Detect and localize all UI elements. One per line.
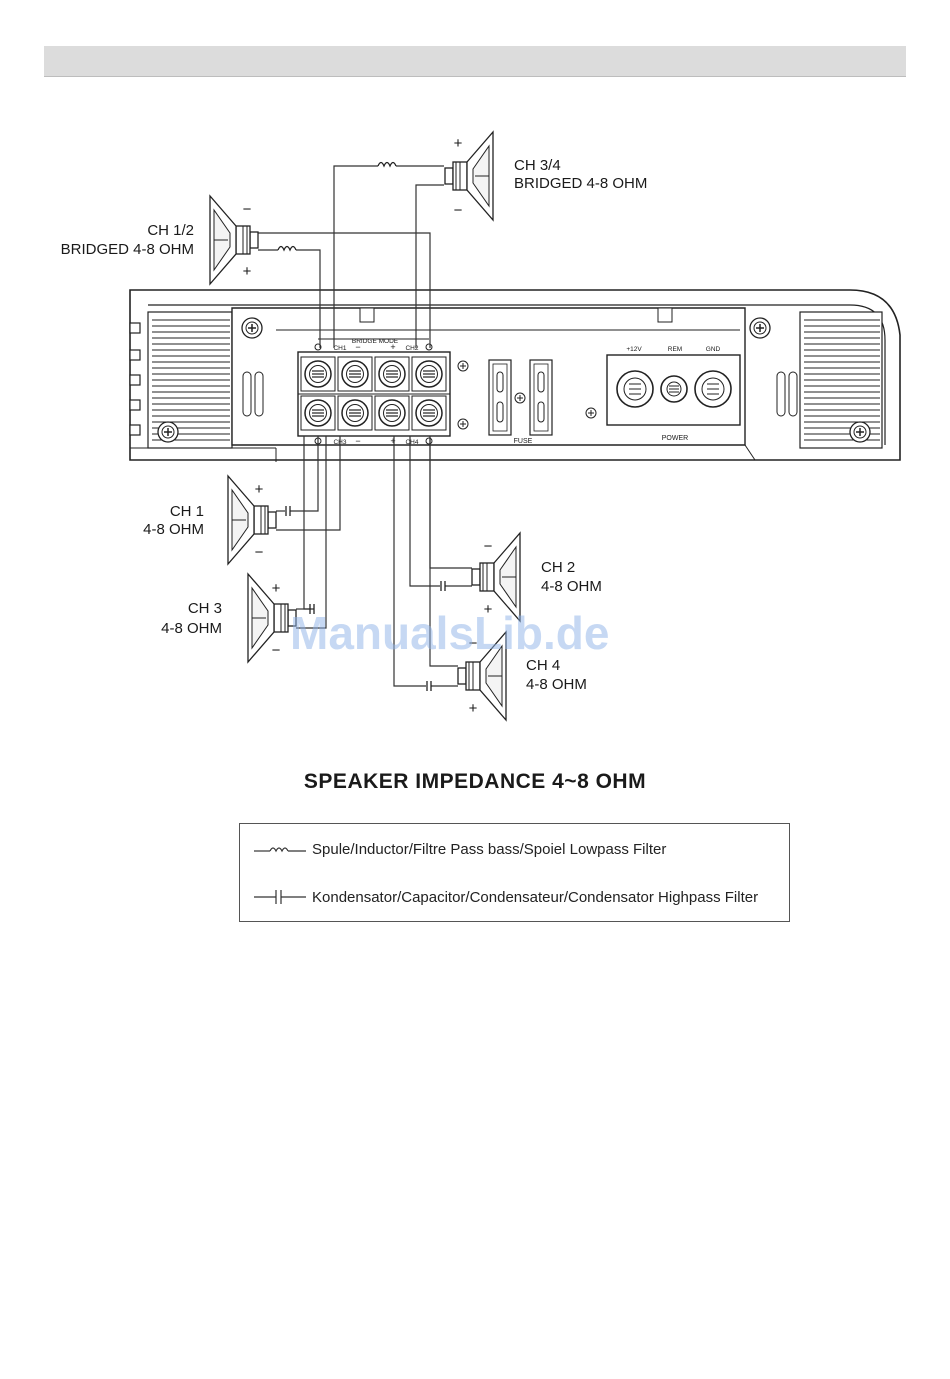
screw-icon [241,317,263,339]
legend-inductor-text: Spule/Inductor/Filtre Pass bass/Spoiel L… [312,840,667,858]
fuse-holders: FUSE [488,359,553,445]
terminal-icon [411,395,447,431]
watermark: ManualsLib.de [290,607,610,659]
ch34-name: CH 3/4 [514,157,561,174]
small-screw-icon [585,407,597,419]
ch3-top-sign: + [272,580,281,597]
small-screw-icon [457,360,469,372]
inductor-icon [254,847,306,853]
terminal-icon [300,395,336,431]
ch2-terminal-label: CH2 [405,345,418,352]
screw-icon [157,421,179,443]
ch12-top-sign: − [243,201,252,218]
rem-label: REM [668,346,682,353]
legend-row-capacitor: Kondensator/Capacitor/Condensateur/Conde… [252,885,758,909]
ch34-bottom-sign: − [454,202,463,219]
speaker-ch34-icon [444,131,494,221]
legend-capacitor-text: Kondensator/Capacitor/Condensateur/Conde… [312,888,759,906]
speaker-terminal-block: BRIDGE MODE CH1 − + CH2 CH3 − + CH4 [297,338,451,446]
ch2-bottom-sign: + [484,601,493,618]
ch2-spec: 4-8 OHM [541,578,602,595]
ch1-minus-label: − [355,342,360,352]
ch4-name: CH 4 [526,657,560,674]
ch3-spec: 4-8 OHM [161,620,222,637]
power-label: POWER [662,435,688,442]
ch34-spec: BRIDGED 4-8 OHM [514,175,647,192]
amplifier-body: BRIDGE MODE CH1 − + CH2 CH3 − + CH4 [129,289,901,462]
terminal-icon [374,395,410,431]
terminal-icon [374,356,410,392]
ch2-name: CH 2 [541,559,575,576]
ch3-bottom-sign: − [272,642,281,659]
ch3-minus-label: − [355,436,360,446]
right-heatsink [799,311,883,449]
inductor-icon [277,245,297,251]
header-bar [44,46,906,77]
ch12-spec: BRIDGED 4-8 OHM [61,241,194,258]
terminal-icon [411,356,447,392]
ch1-terminal-label: CH1 [333,345,346,352]
inductor-icon [377,161,397,167]
power-terminal-block: +12V REM GND POWER [606,346,741,442]
ch12-bottom-sign: + [243,263,252,280]
capacitor-icon [254,890,306,904]
capacitor-icon [285,505,291,517]
wiring [258,165,472,687]
ch2-plus-label: + [390,342,395,352]
legend-row-inductor: Spule/Inductor/Filtre Pass bass/Spoiel L… [252,837,666,861]
ch4-terminal-label: CH4 [405,439,418,446]
bridge-mode-label: BRIDGE MODE [352,338,399,345]
legend-box: Spule/Inductor/Filtre Pass bass/Spoiel L… [239,823,790,922]
capacitor-icon [426,680,432,692]
ch4-top-sign: − [469,635,478,652]
ch4-spec: 4-8 OHM [526,676,587,693]
ch1-bottom-sign: − [255,544,264,561]
ch4-plus-label: + [390,436,395,446]
ch1-name: CH 1 [170,503,204,520]
ch12-name: CH 1/2 [147,222,194,239]
speaker-ch1-icon [228,476,276,564]
wiring-diagram: BRIDGE MODE CH1 − + CH2 CH3 − + CH4 [61,131,901,721]
ch34-top-sign: + [454,135,463,152]
ch2-top-sign: − [484,538,493,555]
terminal-icon [337,356,373,392]
terminal-icon [337,395,373,431]
small-screw-icon [514,392,526,404]
gnd-label: GND [706,346,721,353]
ch4-bottom-sign: + [469,700,478,717]
ch3-name: CH 3 [188,600,222,617]
fuse-label: FUSE [514,438,533,445]
ch1-top-sign: + [255,481,264,498]
terminal-icon [300,356,336,392]
small-screw-icon [457,418,469,430]
ch1-spec: 4-8 OHM [143,521,204,538]
capacitor-icon [440,580,446,592]
screw-icon [849,421,871,443]
page-title: SPEAKER IMPEDANCE 4~8 OHM [303,770,647,793]
plus12v-label: +12V [626,346,642,353]
screw-icon [749,317,771,339]
